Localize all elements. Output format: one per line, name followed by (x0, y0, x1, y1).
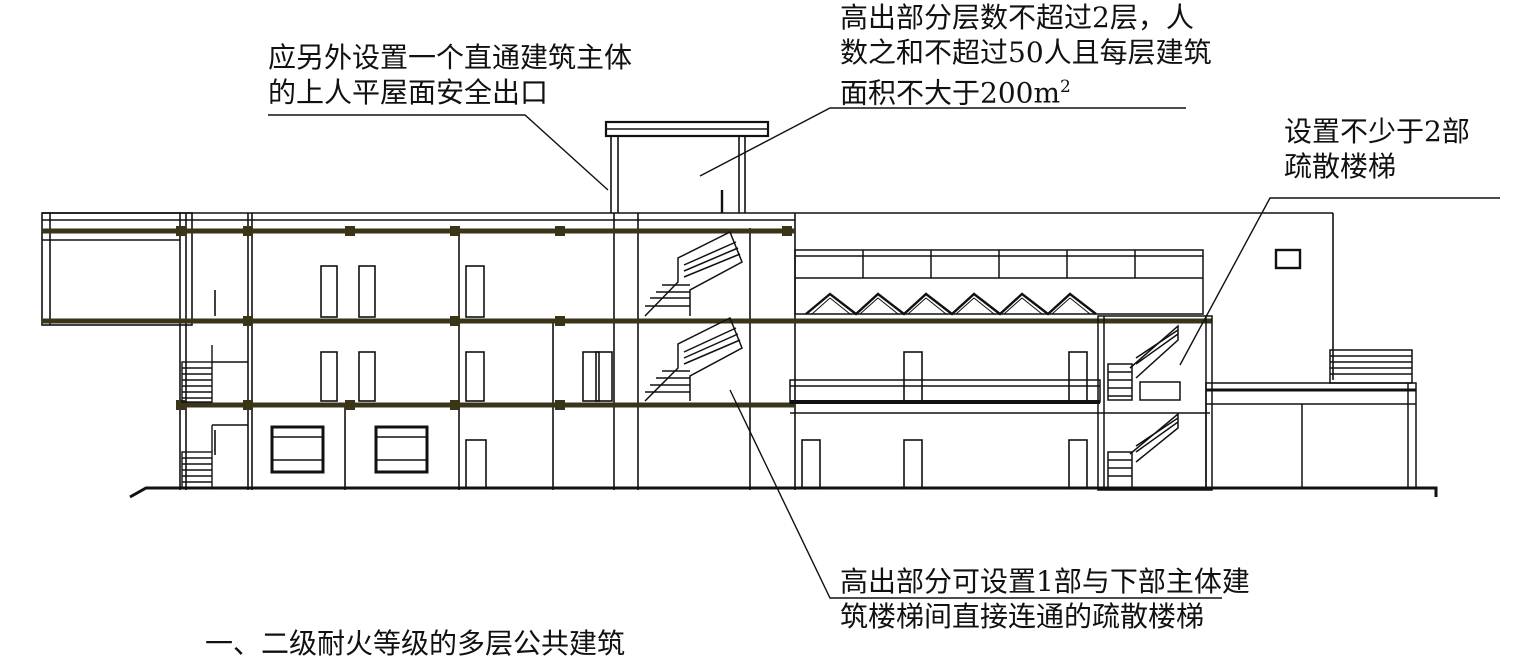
windows (270, 425, 429, 474)
atrium-roof (794, 249, 1204, 316)
ground-line (129, 486, 1438, 499)
annotation-upper-part-line3-sup: 2 (1060, 77, 1071, 97)
annotation-upper-part-line3: 面积不大于200m2 (840, 70, 1212, 110)
figure-caption: 一、二级耐火等级的多层公共建筑 (205, 627, 626, 660)
annotation-shared-stair: 高出部分可设置1部与下部主体建 筑楼梯间直接连通的疏散楼梯 (840, 564, 1250, 634)
annotation-upper-part: 高出部分层数不超过2层，人 数之和不超过50人且每层建筑 面积不大于200m2 (840, 0, 1212, 110)
left-wing (41, 212, 193, 490)
slab-columns (176, 226, 792, 410)
annotation-shared-stair-line2: 筑楼梯间直接连通的疏散楼梯 (840, 600, 1205, 633)
doors (214, 248, 1302, 489)
annotation-roof-exit: 应另外设置一个直通建筑主体 的上人平屋面安全出口 (268, 40, 632, 110)
right-stairs (1097, 315, 1213, 491)
roof-stair-tower (604, 120, 770, 213)
left-stairs (181, 345, 248, 489)
leader-lines (268, 107, 1500, 599)
annotation-upper-part-line2: 数之和不超过50人且每层建筑 (840, 36, 1212, 69)
annotation-upper-part-line3-text: 面积不大于200m (840, 76, 1060, 110)
right-annex (1205, 349, 1417, 489)
atrium-gallery (789, 379, 1210, 414)
annotation-upper-part-line1: 高出部分层数不超过2层，人 (840, 1, 1194, 34)
annotation-roof-exit-line1: 应另外设置一个直通建筑主体 (268, 41, 633, 74)
central-stairs (644, 230, 743, 402)
annotation-stairs-count: 设置不少于2部 疏散楼梯 (1284, 114, 1470, 184)
annotation-stairs-count-line1: 设置不少于2部 (1284, 115, 1470, 148)
annotation-shared-stair-line1: 高出部分可设置1部与下部主体建 (840, 565, 1250, 598)
main-block-outline (42, 212, 1334, 490)
annotation-stairs-count-line2: 疏散楼梯 (1284, 150, 1397, 183)
annotation-roof-exit-line2: 的上人平屋面安全出口 (268, 76, 549, 109)
floor-slabs (42, 228, 1212, 408)
